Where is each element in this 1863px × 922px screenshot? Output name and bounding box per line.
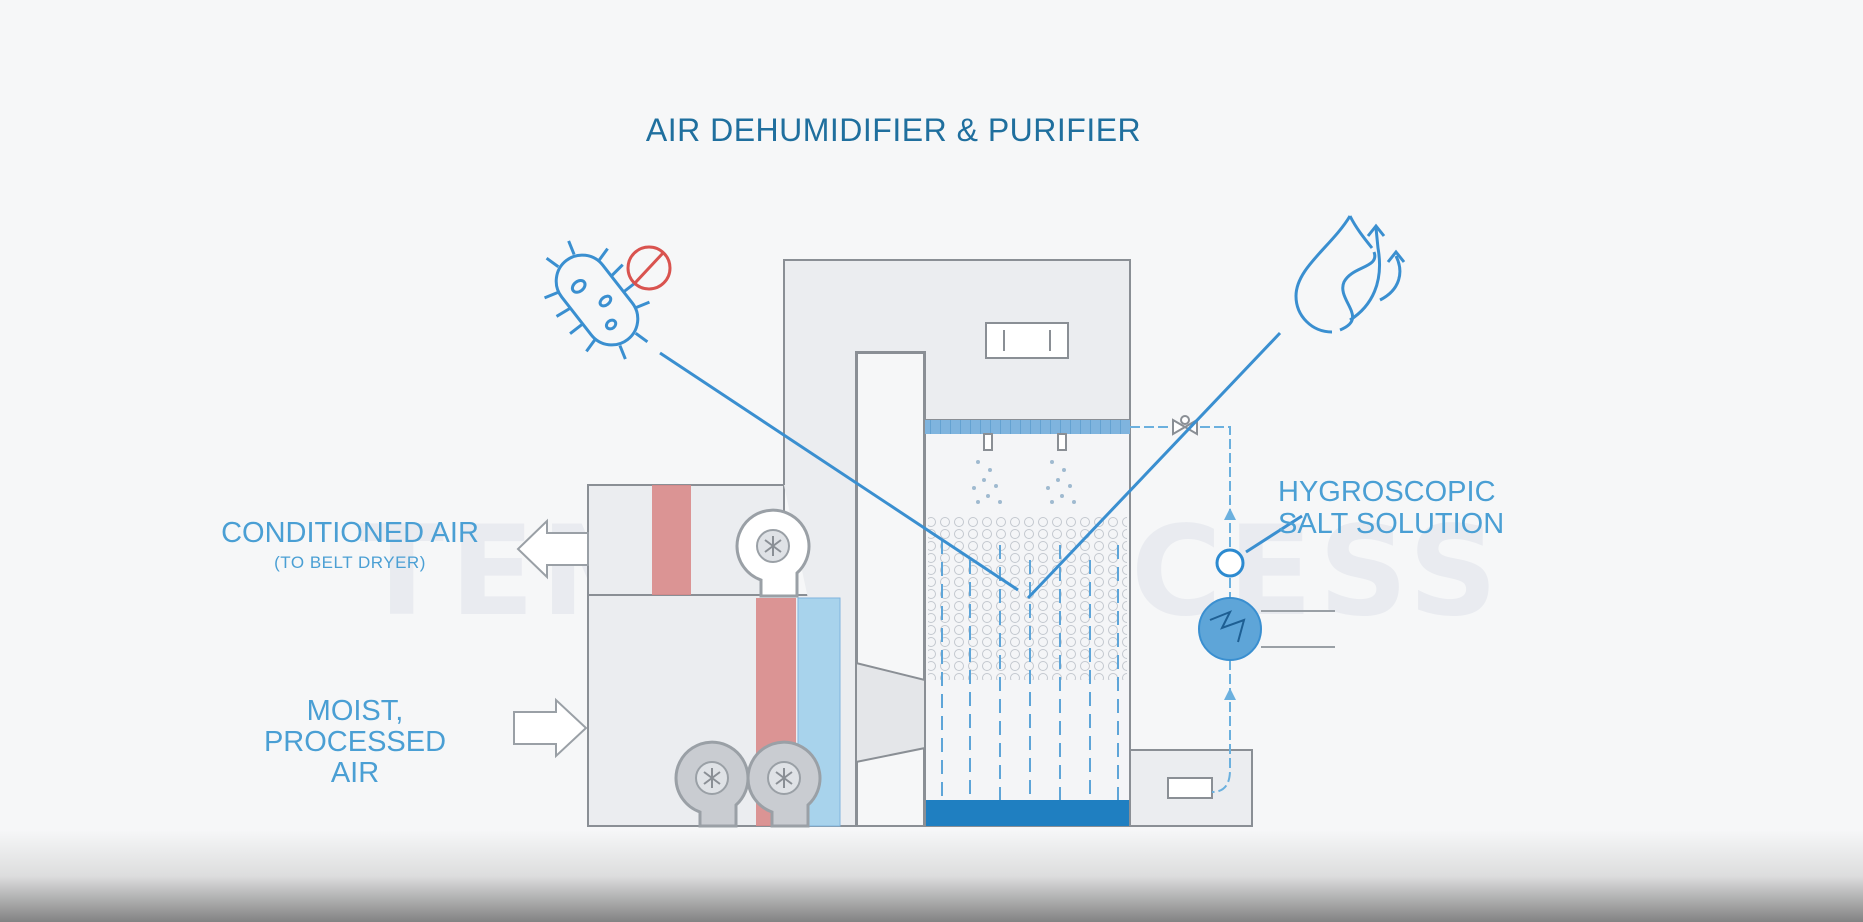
heating-coil-upper [652, 485, 691, 595]
no-sign-icon [626, 245, 672, 291]
demister-slot [985, 322, 1069, 359]
page-title: AIR DEHUMIDIFIER & PURIFIER [645, 112, 1142, 148]
conditioned-air-label: CONDITIONED AIR [221, 517, 479, 549]
callout-line-drop [1026, 331, 1282, 600]
flow-arrow-up-2 [1224, 688, 1236, 700]
outlet-arrow [516, 518, 589, 580]
moist-air-label-line2: PROCESSED [263, 726, 447, 758]
bacteria-icon [543, 240, 651, 360]
pump-icon [1215, 548, 1245, 578]
fan-icon [674, 740, 750, 828]
flow-arrow-up-1 [1224, 508, 1236, 520]
moist-air-label-line3: AIR [330, 757, 380, 789]
transition-duct [855, 661, 926, 764]
fan-icon [735, 508, 811, 598]
heat-exchanger-icon [1198, 597, 1335, 661]
moist-air-label-line1: MOIST, [306, 695, 404, 727]
salt-solution-label-line2: SALT SOLUTION [1278, 508, 1505, 540]
moist-air-label: MOIST, PROCESSED AIR [225, 696, 485, 789]
callout-line-bacteria [659, 351, 1019, 592]
spray-header [925, 420, 1130, 434]
fan-icon [746, 740, 822, 828]
conditioned-air-sublabel: (TO BELT DRYER) [274, 553, 426, 572]
float-valve [1167, 777, 1213, 799]
water-drop-evaporation-icon [1294, 215, 1406, 334]
salt-solution-label: HYGROSCOPIC SALT SOLUTION [1278, 476, 1548, 540]
solution-loop [1130, 426, 1231, 793]
salt-solution-label-line1: HYGROSCOPIC [1278, 476, 1496, 508]
inlet-arrow [513, 697, 588, 759]
liquid-flow [941, 540, 1119, 800]
spray-nozzles [983, 433, 1067, 451]
callout-line-salt [1245, 514, 1303, 554]
spray-droplets [972, 460, 1076, 504]
